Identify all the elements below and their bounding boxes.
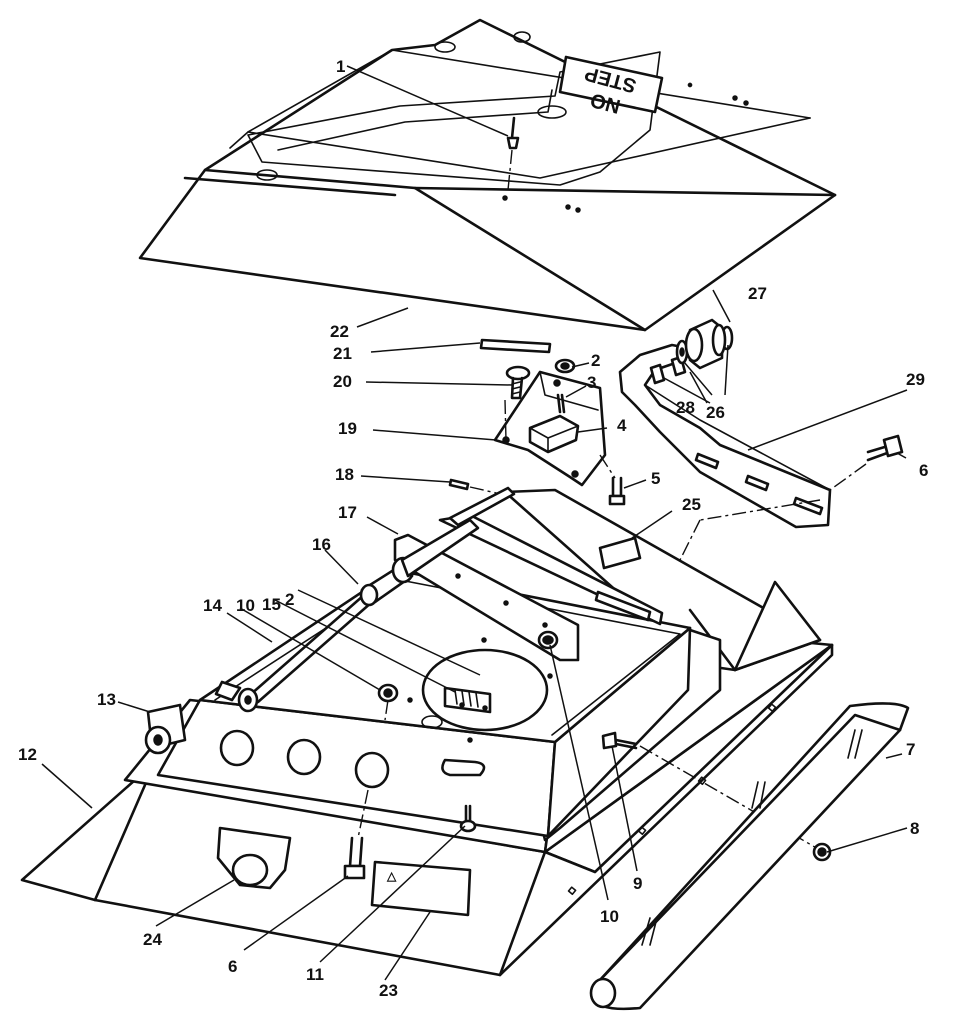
machine-screw (459, 804, 477, 833)
callout-10-lower: 10 (600, 907, 619, 926)
callout-23: 23 (379, 981, 398, 1000)
callout-9: 9 (633, 874, 642, 893)
rubber-bumper (684, 318, 727, 370)
no-step-decal (558, 55, 664, 114)
hinge-strip (479, 338, 552, 354)
pivot-fitting (144, 680, 242, 755)
callout-6-right: 6 (919, 461, 928, 480)
callout-2-lower: 2 (285, 590, 294, 609)
callout-7: 7 (906, 740, 915, 759)
callout-18: 18 (335, 465, 354, 484)
callout-27: 27 (748, 284, 767, 303)
hex-bolt-6-lower (343, 789, 369, 880)
callout-22: 22 (330, 322, 349, 341)
push-rivet (506, 116, 520, 191)
callout-5: 5 (651, 469, 660, 488)
callout-19: 19 (338, 419, 357, 438)
carriage-bolt (505, 365, 531, 400)
lock-nut-upper (554, 358, 576, 374)
hex-bolt-6-right (829, 434, 904, 491)
callout-17: 17 (338, 503, 357, 522)
callout-12: 12 (18, 745, 37, 764)
callout-labels: 1 2 3 4 5 6 7 8 9 10 10 11 12 13 14 15 1… (18, 57, 928, 1000)
callout-16: 16 (312, 535, 331, 554)
leader-lines (41, 65, 908, 981)
callout-28: 28 (676, 398, 695, 417)
lock-nut-left (377, 683, 399, 721)
callout-6-lower: 6 (228, 957, 237, 976)
callout-11: 11 (306, 965, 324, 984)
seat-cover: NO STEP (138, 18, 837, 332)
screw-9 (601, 731, 821, 851)
callout-21: 21 (333, 344, 352, 363)
base-housing: △ (20, 488, 834, 977)
callout-10-upper: 10 (236, 596, 255, 615)
callout-4: 4 (617, 416, 627, 435)
callout-8: 8 (910, 819, 919, 838)
lock-nut-8 (812, 842, 832, 862)
callout-24: 24 (143, 930, 162, 949)
callout-13: 13 (97, 690, 116, 709)
seat-mount-bracket (618, 318, 832, 641)
callout-2-upper: 2 (591, 351, 600, 370)
callout-3: 3 (587, 373, 596, 392)
skid-runner (589, 702, 910, 1011)
callout-20: 20 (333, 372, 352, 391)
spring-pin-and-block (528, 393, 580, 454)
decal-triangle-mark: △ (386, 869, 397, 883)
hex-bolt-5 (599, 454, 626, 506)
callout-14: 14 (203, 596, 222, 615)
drive-shaft (237, 486, 516, 713)
callout-29: 29 (906, 370, 925, 389)
callout-15: 15 (262, 595, 281, 614)
callout-26: 26 (706, 403, 725, 422)
callout-25: 25 (682, 495, 701, 514)
callout-1: 1 (336, 57, 345, 76)
